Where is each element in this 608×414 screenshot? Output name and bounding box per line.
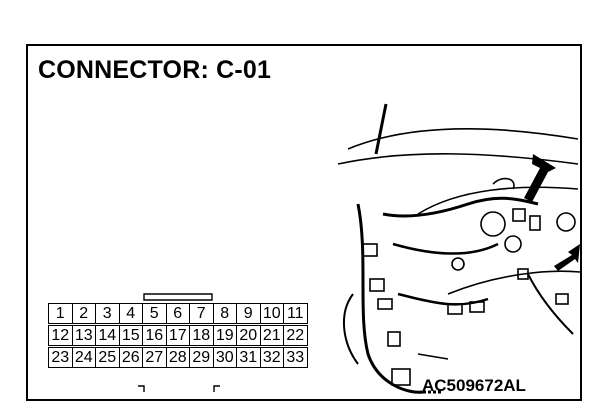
- connector-pin-20: 20: [236, 325, 261, 346]
- connector-pin-26: 26: [118, 347, 143, 368]
- connector-pin-15: 15: [118, 325, 143, 346]
- connector-pin-21: 21: [259, 325, 284, 346]
- arrow-icon: [554, 244, 580, 271]
- connector-pin-8: 8: [212, 303, 237, 324]
- connector-pin-19: 19: [212, 325, 237, 346]
- connector-title: CONNECTOR: C-01: [38, 56, 272, 84]
- connector-outline: [138, 293, 220, 392]
- connector-pin-2: 2: [71, 303, 96, 324]
- wiring-harness-illustration: [337, 103, 580, 394]
- connector-pin-9: 9: [236, 303, 261, 324]
- connector-pin-13: 13: [71, 325, 96, 346]
- connector-pin-24: 24: [71, 347, 96, 368]
- connector-pin-25: 25: [95, 347, 120, 368]
- connector-pin-28: 28: [165, 347, 190, 368]
- connector-pin-33: 33: [283, 347, 308, 368]
- connector-pin-6: 6: [165, 303, 190, 324]
- connector-pin-4: 4: [118, 303, 143, 324]
- connector-pin-29: 29: [189, 347, 214, 368]
- connector-pin-16: 16: [142, 325, 167, 346]
- connector-pin-12: 12: [48, 325, 73, 346]
- connector-pin-7: 7: [189, 303, 214, 324]
- diagram-frame: CONNECTOR: C-01: [26, 44, 582, 401]
- connector-pin-31: 31: [236, 347, 261, 368]
- connector-pin-3: 3: [95, 303, 120, 324]
- connector-pin-5: 5: [142, 303, 167, 324]
- connector-pin-22: 22: [283, 325, 308, 346]
- connector-pin-11: 11: [283, 303, 308, 324]
- arrow-icon: [524, 154, 556, 202]
- connector-pin-1: 1: [48, 303, 73, 324]
- connector-pin-10: 10: [259, 303, 284, 324]
- connector-pin-23: 23: [48, 347, 73, 368]
- figure-code: AC509672AL: [422, 376, 526, 395]
- connector-pin-32: 32: [259, 347, 284, 368]
- connector-pin-17: 17: [165, 325, 190, 346]
- connector-pin-27: 27: [142, 347, 167, 368]
- connector-pin-18: 18: [189, 325, 214, 346]
- connector-pin-14: 14: [95, 325, 120, 346]
- connector-pin-30: 30: [212, 347, 237, 368]
